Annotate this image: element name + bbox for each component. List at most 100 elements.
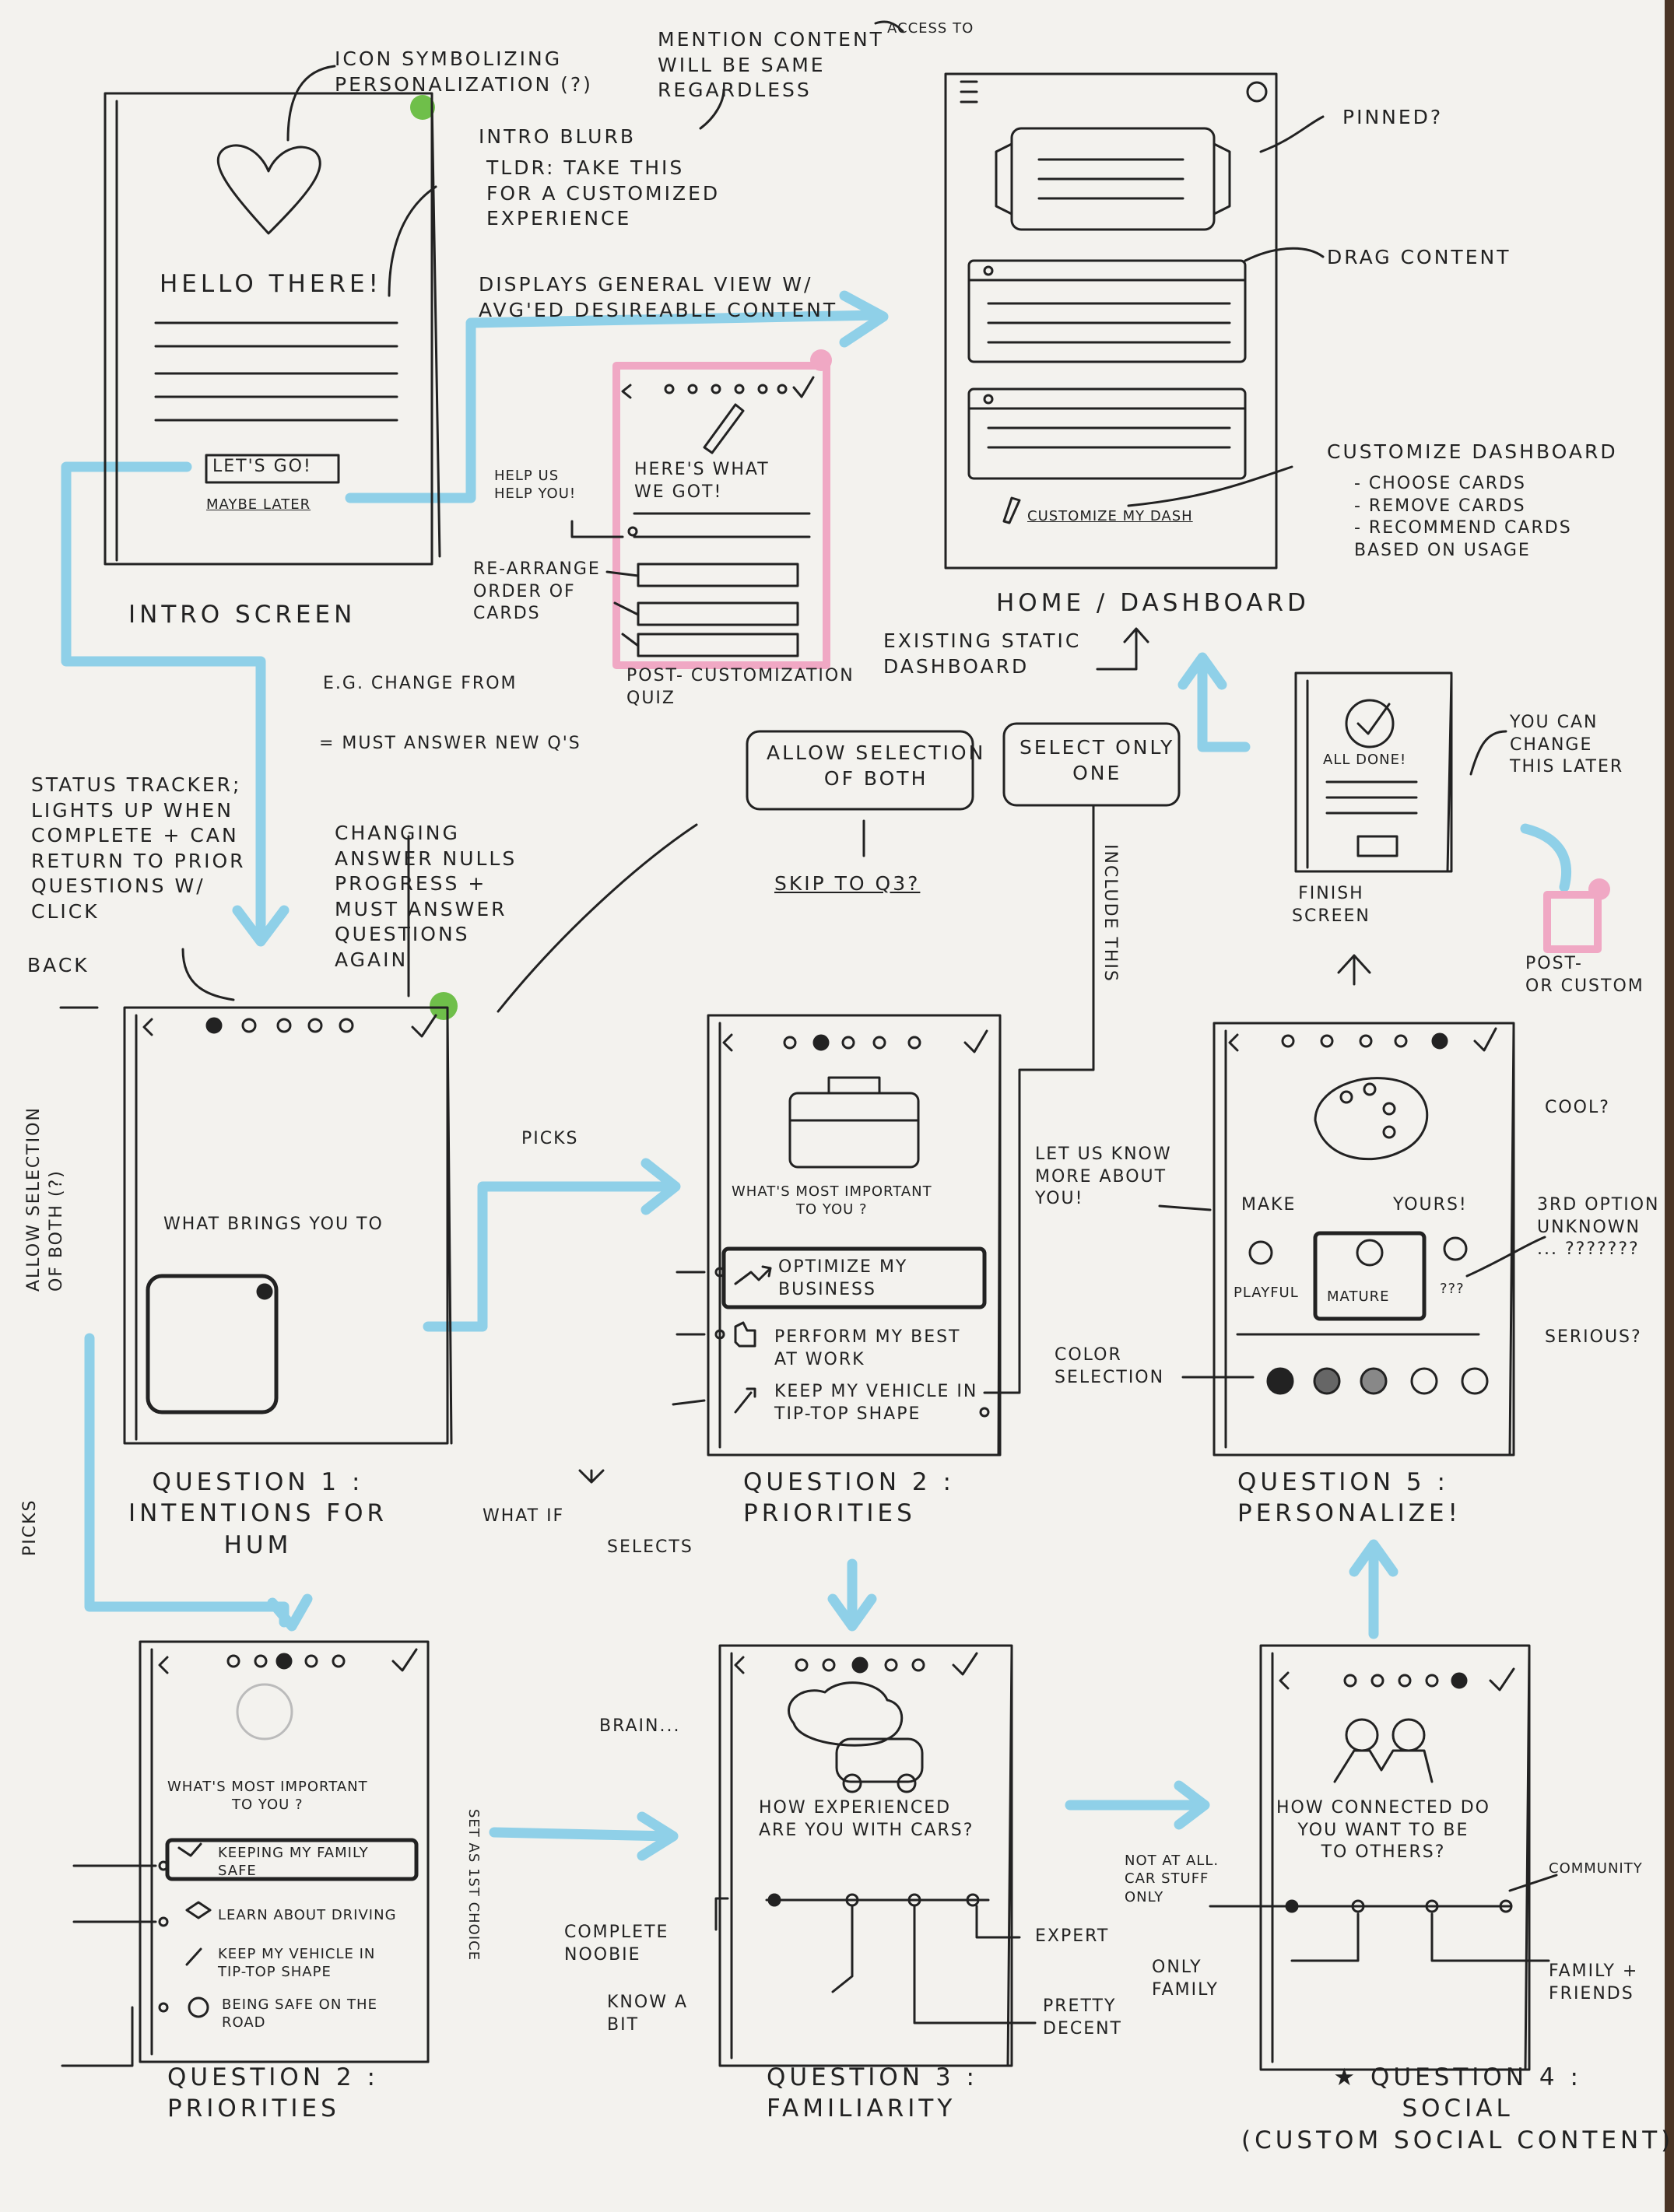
q2b-option-4[interactable]: BEING SAFE ON THE ROAD	[222, 1996, 377, 2031]
q4-caption: ★ QUESTION 4 : SOCIAL (CUSTOM SOCIAL CON…	[1241, 2063, 1674, 2154]
note-existing-static: EXISTING STATIC DASHBOARD	[883, 629, 1082, 678]
q2a-screen-frame	[707, 1014, 1002, 1457]
quiz-screen-frame	[621, 376, 815, 657]
q3-caption: QUESTION 3 : FAMILIARITY	[767, 2063, 978, 2123]
note-status-tracker: STATUS TRACKER; LIGHTS UP WHEN COMPLETE …	[31, 773, 246, 923]
q5-make-label: MAKE	[1241, 1195, 1297, 1215]
pencil-icon	[1002, 496, 1021, 524]
q2a-question: WHAT'S MOST IMPORTANT TO YOU ?	[732, 1183, 932, 1218]
quiz-highlight	[612, 362, 830, 669]
color-swatch-2	[1313, 1367, 1341, 1395]
note-changing-answer: CHANGING ANSWER NULLS PROGRESS + MUST AN…	[335, 822, 518, 971]
pencil-icon	[703, 403, 745, 454]
arrowhead-q2a	[640, 1158, 681, 1215]
note-family-friends: FAMILY + FRIENDS	[1549, 1961, 1639, 2003]
q2b-option-3[interactable]: KEEP MY VEHICLE IN TIP-TOP SHAPE	[218, 1946, 376, 1981]
note-allow-both-q1: ALLOW SELECTION OF BOTH (?)	[24, 1106, 66, 1292]
note-change-from: E.G. CHANGE FROM	[323, 674, 518, 693]
note-content-same: MENTION CONTENT WILL BE SAME REGARDLESS	[658, 28, 884, 101]
note-not-at-all: NOT AT ALL. CAR STUFF ONLY	[1125, 1853, 1220, 1905]
check-circle-icon	[1345, 699, 1395, 748]
thumbs-up-icon	[734, 1321, 756, 1348]
q2b-option-1[interactable]: KEEPING MY FAMILY SAFE	[218, 1845, 369, 1880]
lets-go-outline	[205, 454, 340, 484]
quiz-card-3	[637, 633, 799, 657]
flow-arrow-finish-to-home	[1197, 656, 1251, 752]
quiz-caption: POST- CUSTOMIZATION QUIZ	[626, 666, 855, 708]
note-third-option: 3rd OPTION UNKNOWN ... ???????	[1537, 1195, 1660, 1260]
brain-cloud-icon	[788, 1681, 904, 1747]
select-one-label: SELECT ONLY ONE	[1019, 736, 1175, 784]
q2a-option-2[interactable]: PERFORM MY BEST AT WORK	[774, 1327, 961, 1369]
note-what-if: WHAT IF	[483, 1506, 565, 1526]
note-brain: BRAIN...	[599, 1716, 681, 1736]
allow-both-box	[746, 730, 974, 811]
quiz-title: HERE'S WHAT WE GOT!	[634, 460, 770, 502]
finish-caption: FINISH SCREEN	[1292, 884, 1370, 926]
quiz-card-2	[637, 601, 799, 626]
note-know-a-bit: KNOW A BIT	[607, 1993, 688, 2035]
finish-button-outline	[1356, 835, 1399, 857]
q1-caption: QUESTION 1 : INTENTIONS FOR HUM	[128, 1468, 388, 1559]
seatbelt-icon	[188, 1996, 209, 2018]
note-selects: SELECTS	[607, 1537, 693, 1557]
note-back: BACK	[27, 954, 89, 976]
trend-icon	[734, 1265, 772, 1285]
lets-go-button[interactable]: LET'S GO!	[212, 457, 312, 476]
note-pinned: PINNED?	[1342, 106, 1444, 128]
arrowhead-q1	[232, 905, 290, 947]
note-color-selection: COLOR SELECTION	[1055, 1345, 1165, 1387]
customize-dash-button[interactable]: CUSTOMIZE MY DASH	[1027, 508, 1193, 524]
driver-icon	[236, 1683, 293, 1741]
flow-arrow-q1-to-q2a	[423, 1181, 679, 1332]
note-pretty-decent: PRETTY DECENT	[1043, 1996, 1122, 2038]
q2a-caption: QUESTION 2 : PRIORITIES	[743, 1468, 955, 1528]
arrowhead-q5	[1349, 1539, 1399, 1577]
note-must-answer: = MUST ANSWER NEW Q'S	[319, 734, 581, 753]
color-swatch-1	[1266, 1367, 1294, 1395]
book-icon	[185, 1901, 212, 1919]
flow-arrow-q2b-to-q3	[489, 1827, 675, 1842]
card-three	[967, 387, 1247, 480]
q1-question: WHAT BRINGS YOU TO	[163, 1215, 384, 1234]
q5-caption: QUESTION 5 : PERSONALIZE!	[1237, 1468, 1462, 1528]
arrowhead-q3-top	[827, 1593, 877, 1632]
q2b-caption: QUESTION 2 : PRIORITIES	[167, 2063, 379, 2123]
q2a-option-3[interactable]: KEEP MY VEHICLE IN TIP-TOP SHAPE	[774, 1382, 978, 1424]
pink-highlights	[612, 362, 1602, 953]
persona-mature[interactable]: MATURE	[1327, 1288, 1390, 1305]
maybe-later-link[interactable]: MAYBE LATER	[206, 496, 311, 513]
note-dashboard-options: - CHOOSE CARDS - REMOVE CARDS - RECOMMEN…	[1354, 474, 1572, 560]
color-swatch-5	[1461, 1367, 1489, 1395]
q5-yours-label: YOURS!	[1393, 1195, 1468, 1215]
persona-playful[interactable]: PLAYFUL	[1234, 1285, 1299, 1301]
arrowhead-q4	[1174, 1780, 1210, 1830]
pinned-card	[1010, 127, 1216, 231]
color-swatch-4	[1410, 1367, 1438, 1395]
note-expert: EXPERT	[1035, 1926, 1110, 1946]
color-swatch-3	[1360, 1367, 1388, 1395]
arrowhead-home	[839, 290, 889, 348]
shield-icon	[177, 1842, 202, 1857]
note-community: COMMUNITY	[1549, 1860, 1643, 1877]
q2a-option-1[interactable]: OPTIMIZE MY BUSINESS	[778, 1257, 908, 1299]
note-tldr: TLDR: TAKE THIS FOR A CUSTOMIZED EXPERIE…	[486, 156, 721, 230]
note-let-us-know: LET US KNOW MORE ABOUT YOU!	[1035, 1145, 1172, 1209]
note-serious: SERIOUS?	[1545, 1327, 1642, 1347]
persona-unknown[interactable]: ???	[1440, 1281, 1465, 1297]
allow-both-label: ALLOW SELECTION OF BOTH	[767, 741, 986, 790]
note-icon-personalization: ICON SYMBOLIZING PERSONALIZATION (?)	[335, 47, 593, 96]
mature-option-outline	[1313, 1231, 1427, 1321]
mature-icon	[1356, 1239, 1384, 1267]
q4-question: HOW CONNECTED DO YOU WANT TO BE TO OTHER…	[1276, 1798, 1490, 1863]
q4-screen-frame	[1259, 1644, 1531, 2071]
arrowhead-q3	[637, 1811, 679, 1861]
flow-arrow-lets-go-to-q1	[61, 461, 266, 943]
gear-icon	[1246, 81, 1268, 103]
note-skip-q3: SKIP TO Q3?	[774, 872, 921, 895]
q2b-option-2[interactable]: LEARN ABOUT DRIVING	[218, 1907, 397, 1923]
note-drag-content: DRAG CONTENT	[1327, 246, 1511, 268]
q1-screen-frame	[123, 1006, 453, 1445]
